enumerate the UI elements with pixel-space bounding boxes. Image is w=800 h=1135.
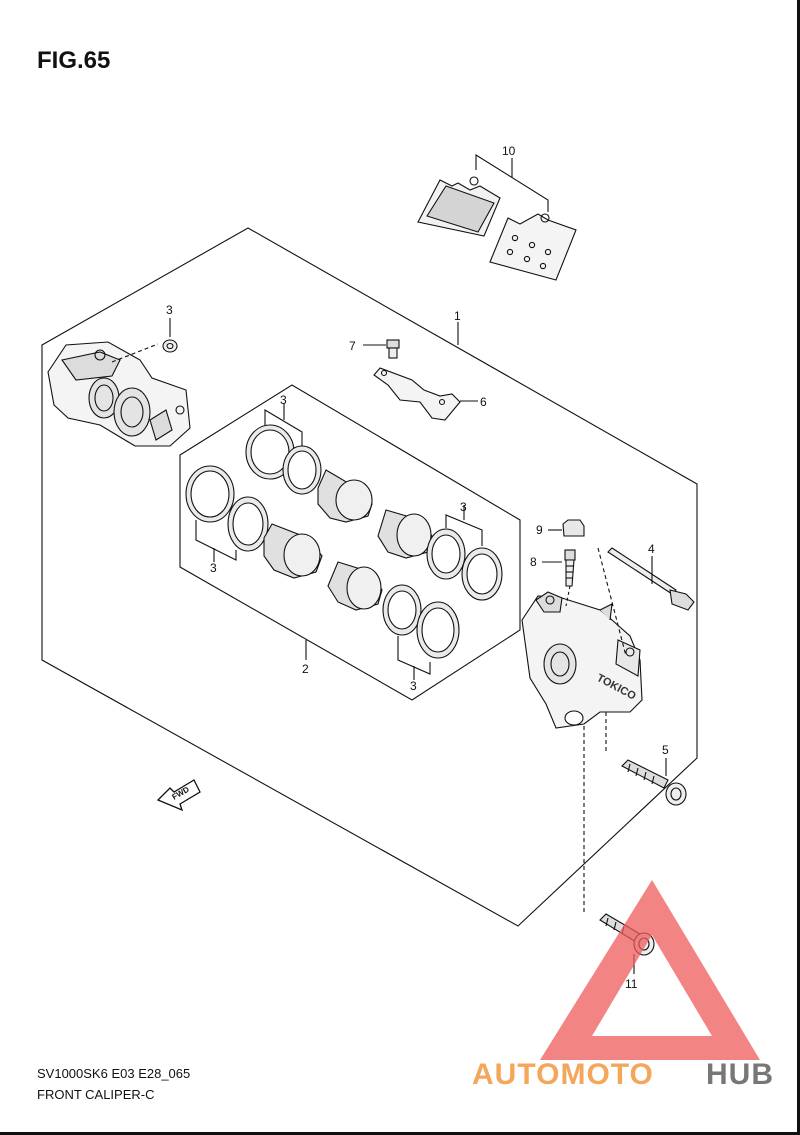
callout-4: 4	[648, 542, 655, 556]
bleeder-valve-8	[564, 549, 576, 587]
screw-7	[386, 339, 400, 359]
callout-3e: 3	[410, 679, 417, 693]
callout-3a: 3	[166, 303, 173, 317]
o-ring-small	[162, 339, 178, 353]
watermark-text-b: HUB	[706, 1058, 774, 1091]
seal-lower-left-pair	[185, 465, 269, 562]
page-border-bottom	[0, 1132, 800, 1135]
callout-9: 9	[536, 523, 543, 537]
callout-8: 8	[530, 555, 537, 569]
bolt-5	[605, 712, 687, 806]
piston-upper	[317, 469, 373, 523]
callout-3d: 3	[460, 500, 467, 514]
callout-10: 10	[502, 144, 516, 158]
assembly-frame	[41, 227, 698, 927]
callout-2: 2	[302, 662, 309, 676]
piston-lower-right	[327, 561, 383, 611]
callout-3b: 3	[280, 393, 287, 407]
callout-11: 11	[625, 977, 638, 991]
callout-3c: 3	[210, 561, 217, 575]
diagram-code: SV1000SK6 E03 E28_065	[37, 1066, 191, 1081]
pad-spring	[373, 367, 461, 421]
fwd-direction-arrow	[156, 779, 201, 812]
watermark-text-a: AUTOMOTO	[472, 1058, 654, 1091]
callout-7: 7	[349, 339, 356, 353]
piston-lower-left	[263, 523, 323, 579]
brake-pad-set	[417, 154, 577, 281]
callout-6: 6	[480, 395, 487, 409]
watermark-triangle	[540, 880, 760, 1060]
pad-pin-4	[597, 547, 695, 657]
seal-upper-pair	[245, 404, 322, 495]
piston-kit-frame	[179, 384, 521, 701]
page-border-right	[797, 0, 800, 1135]
seal-right-pair	[426, 505, 503, 601]
caliper-half-left	[47, 341, 191, 447]
callout-1: 1	[454, 309, 461, 323]
seal-bottom-pair	[382, 584, 460, 680]
caliper-half-right	[521, 591, 643, 729]
bleeder-cap-9	[562, 519, 585, 537]
diagram-name: FRONT CALIPER-C	[37, 1087, 155, 1102]
piston-right	[377, 509, 433, 559]
figure-title: FIG.65	[37, 47, 111, 74]
watermark-logo	[540, 880, 760, 1060]
callout-5: 5	[662, 743, 669, 757]
